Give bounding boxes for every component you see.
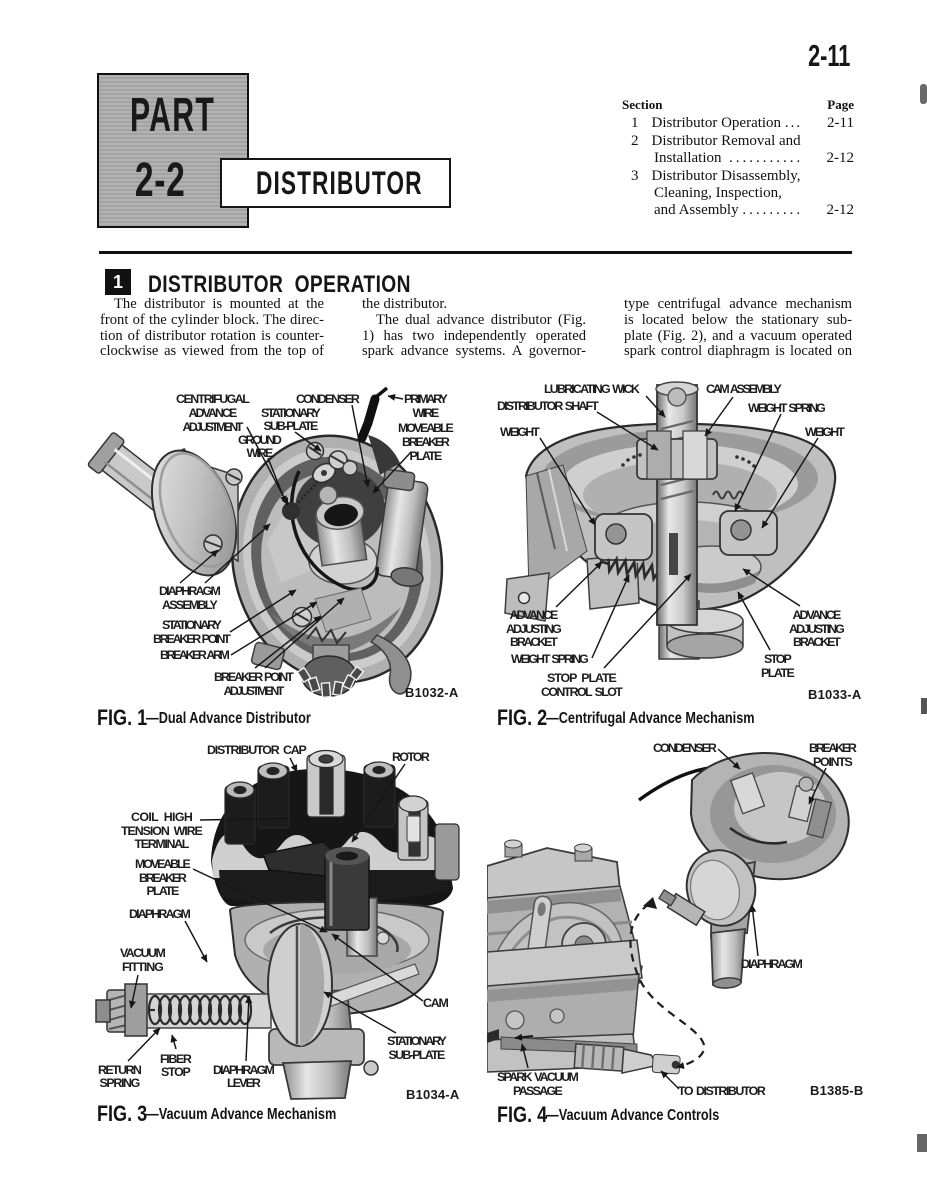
svg-text:ADJUSTMENT: ADJUSTMENT [183,420,244,434]
svg-text:ROTOR: ROTOR [392,750,430,764]
svg-text:ADJUSTING: ADJUSTING [789,622,845,636]
svg-text:ADJUSTING: ADJUSTING [506,622,562,636]
svg-text:CONDENSER: CONDENSER [653,741,717,755]
svg-text:WIRE: WIRE [247,446,274,460]
svg-text:ADVANCE: ADVANCE [510,608,559,622]
svg-text:ADJUSTMENT: ADJUSTMENT [224,684,285,698]
svg-text:SUB-PLATE: SUB-PLATE [389,1048,446,1062]
svg-text:GROUND: GROUND [238,433,282,447]
svg-text:STOP: STOP [161,1065,191,1079]
svg-text:DIAPHRAGM: DIAPHRAGM [741,957,803,971]
svg-text:STOP: STOP [764,652,792,666]
svg-text:SUB-PLATE: SUB-PLATE [264,419,319,433]
svg-text:CONDENSER: CONDENSER [296,392,360,406]
svg-text:SPARK VACUUM: SPARK VACUUM [497,1070,579,1084]
svg-text:PRIMARY: PRIMARY [404,392,449,406]
svg-text:WEIGHT SPRING: WEIGHT SPRING [748,401,826,415]
svg-text:MOVEABLE: MOVEABLE [398,421,454,435]
svg-text:BREAKER: BREAKER [139,871,187,885]
svg-text:LEVER: LEVER [227,1076,261,1090]
svg-text:STATIONARY: STATIONARY [387,1034,448,1048]
svg-text:COIL HIGH: COIL HIGH [131,810,193,824]
svg-text:DISTRIBUTOR SHAFT: DISTRIBUTOR SHAFT [497,399,599,413]
svg-text:BREAKER: BREAKER [402,435,450,449]
svg-text:VACUUM: VACUUM [120,946,166,960]
svg-text:DIAPHRAGM: DIAPHRAGM [129,907,191,921]
svg-text:DIAPHRAGM: DIAPHRAGM [213,1063,275,1077]
svg-text:DIAPHRAGM: DIAPHRAGM [159,584,221,598]
svg-text:ADVANCE: ADVANCE [189,406,238,420]
svg-text:CAM ASSEMBLY: CAM ASSEMBLY [706,382,783,396]
svg-text:POINTS: POINTS [813,755,853,769]
svg-text:BRACKET: BRACKET [793,635,841,649]
svg-text:BREAKER ARM: BREAKER ARM [160,648,230,662]
svg-text:CONTROL SLOT: CONTROL SLOT [541,685,623,699]
svg-text:WIRE: WIRE [413,406,440,420]
svg-text:PLATE: PLATE [761,666,795,680]
svg-text:STATIONARY: STATIONARY [162,618,223,632]
svg-text:CENTRIFUGAL: CENTRIFUGAL [176,392,250,406]
svg-text:FIBER: FIBER [160,1052,192,1066]
svg-text:PLATE: PLATE [147,884,180,898]
svg-text:BREAKER POINT: BREAKER POINT [214,670,294,684]
svg-text:BRACKET: BRACKET [510,635,558,649]
svg-text:BREAKER: BREAKER [809,741,857,755]
svg-text:PLATE: PLATE [410,449,443,463]
svg-text:TENSION WIRE: TENSION WIRE [121,824,203,838]
svg-text:WEIGHT SPRING: WEIGHT SPRING [511,652,589,666]
svg-text:TERMINAL: TERMINAL [135,837,190,851]
svg-text:FITTING: FITTING [122,960,164,974]
svg-text:PASSAGE: PASSAGE [513,1084,563,1098]
svg-text:WEIGHT: WEIGHT [805,425,845,439]
svg-text:TO DISTRIBUTOR: TO DISTRIBUTOR [678,1084,766,1098]
svg-text:RETURN: RETURN [98,1063,142,1077]
svg-text:BREAKER POINT: BREAKER POINT [153,632,231,646]
svg-text:STOP PLATE: STOP PLATE [547,671,617,685]
svg-text:ASSEMBLY: ASSEMBLY [162,598,219,612]
svg-text:LUBRICATING WICK: LUBRICATING WICK [544,382,640,396]
svg-text:WEIGHT: WEIGHT [500,425,540,439]
svg-text:MOVEABLE: MOVEABLE [135,857,191,871]
svg-text:DISTRIBUTOR CAP: DISTRIBUTOR CAP [207,743,307,757]
svg-text:SPRING: SPRING [100,1076,141,1090]
svg-text:STATIONARY: STATIONARY [261,406,322,420]
svg-text:CAM: CAM [423,996,449,1010]
svg-text:ADVANCE: ADVANCE [793,608,842,622]
